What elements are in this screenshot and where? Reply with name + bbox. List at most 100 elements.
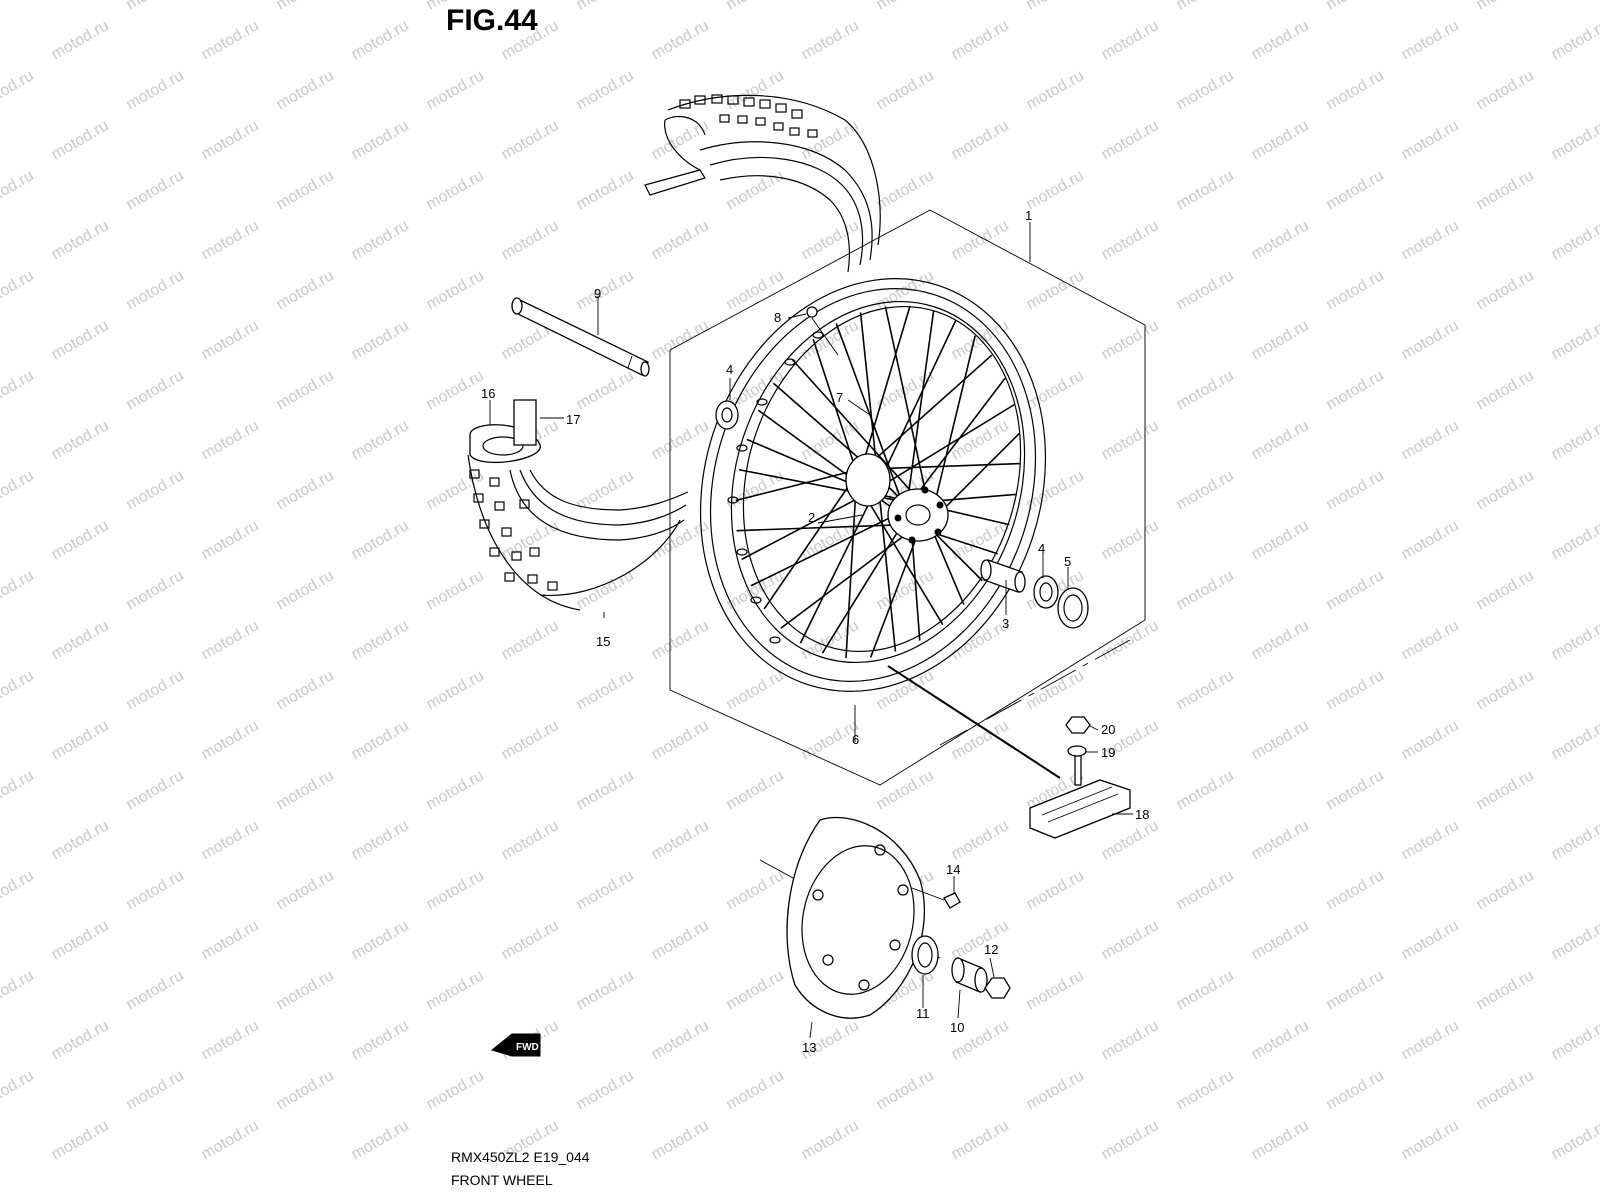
watermark-text: motod.ru (199, 217, 262, 263)
watermark-text: motod.ru (274, 967, 337, 1013)
watermark-text: motod.ru (499, 217, 562, 263)
watermark-text: motod.ru (199, 517, 262, 563)
watermark-text: motod.ru (649, 1017, 712, 1063)
callout-7: 7 (836, 390, 843, 405)
watermark-text: motod.ru (949, 817, 1012, 863)
watermark-text: motod.ru (199, 317, 262, 363)
leader-lines (489, 222, 1133, 1039)
watermark-text: motod.ru (49, 217, 112, 263)
watermark-text: motod.ru (349, 317, 412, 363)
washer (1067, 745, 1087, 757)
watermark-text: motod.ru (1324, 567, 1387, 613)
watermark-text: motod.ru (949, 117, 1012, 163)
watermark-text: motod.ru (874, 567, 937, 613)
disc-bolt (911, 887, 961, 909)
watermark-text: motod.ru (49, 1017, 112, 1063)
watermark-text: motod.ru (1324, 667, 1387, 713)
rim (699, 278, 1047, 692)
watermark-text: motod.ru (499, 117, 562, 163)
watermark-text: motod.ru (1324, 0, 1387, 13)
callout-12: 12 (984, 942, 998, 957)
watermark-text: motod.ru (1324, 767, 1387, 813)
watermark-text: motod.ru (1099, 417, 1162, 463)
watermark-text: motod.ru (799, 317, 862, 363)
watermark-text: motod.ru (349, 417, 412, 463)
watermark-text: motod.ru (724, 867, 787, 913)
watermark-text: motod.ru (1249, 1017, 1312, 1063)
watermark-text: motod.ru (1324, 867, 1387, 913)
watermark-text: motod.ru (874, 1067, 937, 1113)
watermark-text: motod.ru (1099, 117, 1162, 163)
watermark-text: motod.ru (1174, 467, 1237, 513)
watermark-text: motod.ru (199, 1017, 262, 1063)
watermark-text: motod.ru (274, 567, 337, 613)
watermark-text: motod.ru (799, 117, 862, 163)
watermark-text: motod.ru (1474, 267, 1537, 313)
watermark-text: motod.ru (724, 667, 787, 713)
dust-seal (911, 935, 939, 975)
watermark-text: motod.ru (1099, 1017, 1162, 1063)
watermark-text: motod.ru (1324, 267, 1387, 313)
watermark-text: motod.ru (1174, 867, 1237, 913)
callout-9: 9 (594, 286, 601, 301)
callout-4-left: 4 (726, 362, 733, 377)
watermark-text: motod.ru (574, 167, 637, 213)
callout-14: 14 (946, 862, 960, 877)
watermark-text: motod.ru (1474, 867, 1537, 913)
watermark-text: motod.ru (799, 1117, 862, 1163)
watermark-text: motod.ru (574, 767, 637, 813)
callouts: 1 2 3 4 4 5 6 7 8 9 10 11 12 13 14 15 16… (481, 208, 1149, 1055)
figure-title: FIG.44 (446, 4, 538, 37)
watermark-text: motod.ru (0, 767, 37, 813)
watermark-text: motod.ru (199, 1117, 262, 1163)
watermark-text: motod.ru (1249, 1117, 1312, 1163)
watermark-text: motod.ru (649, 717, 712, 763)
watermark-text: motod.ru (1099, 317, 1162, 363)
watermark-text: motod.ru (1474, 667, 1537, 713)
spoke (750, 509, 906, 587)
watermark-text: motod.ru (424, 967, 487, 1013)
watermark-text: motod.ru (649, 617, 712, 663)
watermark-text: motod.ru (1174, 767, 1237, 813)
watermark-text: motod.ru (1399, 717, 1462, 763)
spoke (791, 358, 921, 502)
watermark-text: motod.ru (0, 867, 37, 913)
watermark-text: motod.ru (0, 167, 37, 213)
watermark-text: motod.ru (1174, 367, 1237, 413)
watermark-text: motod.ru (874, 667, 937, 713)
watermark-text: motod.ru (1399, 817, 1462, 863)
nut (1065, 716, 1091, 734)
watermark-text: motod.ru (1474, 1067, 1537, 1113)
callout-1: 1 (1025, 208, 1032, 223)
watermark-text: motod.ru (1399, 17, 1462, 63)
watermark-text: motod.ru (124, 767, 187, 813)
watermark-text: motod.ru (49, 17, 112, 63)
callout-18: 18 (1135, 807, 1149, 822)
watermark-text: motod.ru (49, 517, 112, 563)
watermark-text: motod.ru (949, 17, 1012, 63)
callout-6: 6 (852, 732, 859, 747)
watermark-text: motod.ru (1474, 67, 1537, 113)
watermark-text: motod.ru (1549, 117, 1600, 163)
watermark-text: motod.ru (1549, 317, 1600, 363)
watermark-text: motod.ru (874, 0, 937, 13)
watermark-text: motod.ru (1174, 0, 1237, 13)
watermark-text: motod.ru (424, 67, 487, 113)
watermark-text: motod.ru (1249, 117, 1312, 163)
watermark-text: motod.ru (1249, 517, 1312, 563)
watermark-text: motod.ru (1249, 217, 1312, 263)
watermark-text: motod.ru (1099, 17, 1162, 63)
watermark-text: motod.ru (0, 567, 37, 613)
watermark-text: motod.ru (1024, 267, 1087, 313)
tire-tread-blocks-lower (469, 469, 558, 591)
spoke (735, 468, 859, 502)
watermark-text: motod.ru (199, 417, 262, 463)
watermark-text: motod.ru (274, 467, 337, 513)
watermark-text: motod.ru (1474, 0, 1537, 13)
watermark-text: motod.ru (874, 67, 937, 113)
watermark-text: motod.ru (1099, 1117, 1162, 1163)
watermark-text: motod.ru (499, 717, 562, 763)
callout-15: 15 (596, 634, 610, 649)
watermark-text: motod.ru (1324, 167, 1387, 213)
watermark-text: motod.ru (1549, 617, 1600, 663)
